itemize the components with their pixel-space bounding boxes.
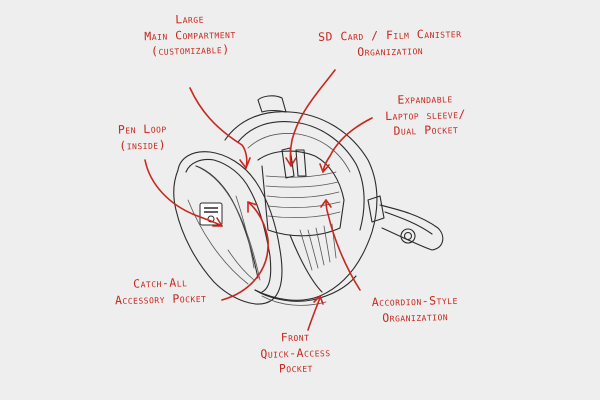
callout-pen-loop: Pen Loop (inside) — [100, 121, 186, 154]
arrow-catch-all — [221, 201, 269, 301]
callout-catch-all-line-2: Accessory Pocket — [114, 290, 207, 307]
callout-arrows — [144, 69, 373, 331]
arrow-pen-loop — [144, 159, 223, 227]
callout-laptop-sleeve: Expandable Laptop sleeve/ Dual Pocket — [367, 91, 483, 141]
arrow-main-compartment — [189, 87, 248, 169]
arrow-sd-card — [289, 69, 336, 167]
callout-main-compartment: Large Main Compartment (customizable) — [114, 10, 265, 60]
callout-accordion: Accordion-Style Organization — [345, 292, 486, 327]
arrow-laptop-sleeve — [322, 117, 373, 173]
callout-laptop-sleeve-line-3: Dual Pocket — [393, 122, 459, 138]
arrow-front-pocket — [307, 297, 321, 331]
callout-catch-all: Catch-All Accessory Pocket — [98, 274, 224, 308]
arrow-accordion — [325, 199, 361, 291]
callout-pen-loop-line-2: (inside) — [119, 136, 167, 153]
callout-front-pocket-line-3: Pocket — [278, 360, 314, 376]
callout-laptop-sleeve-line-2: Laptop sleeve/ — [384, 106, 467, 123]
callout-front-pocket: Front Quick-Access Pocket — [237, 329, 353, 379]
callout-sd-card: SD Card / Film Canister Organization — [300, 26, 481, 62]
